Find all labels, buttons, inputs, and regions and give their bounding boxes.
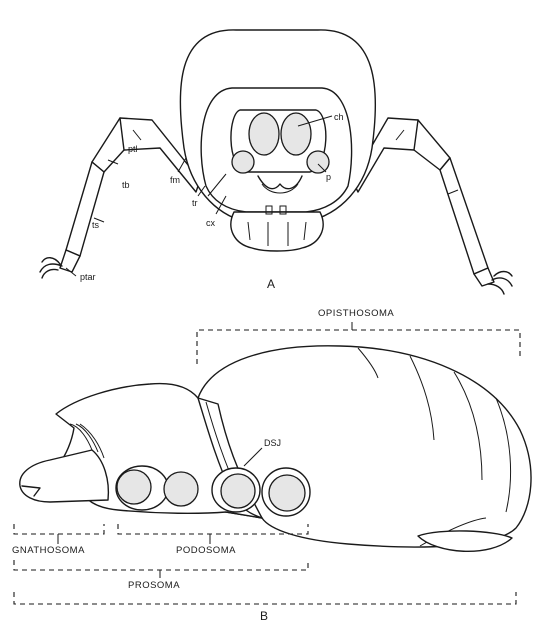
label-prosoma: PROSOMA — [128, 580, 180, 591]
label-tb: tb — [122, 180, 130, 190]
chelicera-right — [281, 113, 311, 155]
label-podosoma: PODOSOMA — [176, 545, 236, 556]
coxa-leg-1 — [117, 470, 151, 504]
coxa-leg-3 — [221, 474, 255, 508]
figure-a-front-view: ch p ptl tb fm tr cx ts ptar A — [40, 30, 512, 294]
label-ch: ch — [334, 112, 344, 122]
label-tr: tr — [192, 198, 198, 208]
gnathosoma-lateral — [20, 450, 109, 502]
figure-b-lateral-view: OPISTHOSOMA DSJ GNATHOSOMA — [12, 308, 531, 623]
label-ts: ts — [92, 220, 100, 230]
caption-a: A — [267, 277, 275, 291]
idiosoma-bracket — [14, 592, 516, 604]
coxa-leg-4 — [269, 475, 305, 511]
gnathosoma-bracket — [14, 524, 104, 534]
left-leg — [40, 118, 200, 278]
opisthosoma-body — [198, 346, 531, 547]
ventral-lobe — [418, 531, 512, 551]
chelicera-left — [249, 113, 279, 155]
label-fm: fm — [170, 175, 180, 185]
label-cx: cx — [206, 218, 216, 228]
label-dsj: DSJ — [264, 438, 281, 448]
label-opisthosoma: OPISTHOSOMA — [318, 308, 394, 319]
caption-b: B — [260, 609, 268, 623]
palp-left — [232, 151, 254, 173]
label-gnathosoma: GNATHOSOMA — [12, 545, 85, 556]
label-p: p — [326, 172, 331, 182]
label-ptar: ptar — [80, 272, 96, 282]
coxal-region — [231, 212, 323, 251]
prosoma-bracket — [14, 560, 308, 570]
label-ptl: ptl — [128, 144, 138, 154]
palp-right — [307, 151, 329, 173]
coxa-leg-2 — [164, 472, 198, 506]
right-leg — [352, 118, 512, 294]
